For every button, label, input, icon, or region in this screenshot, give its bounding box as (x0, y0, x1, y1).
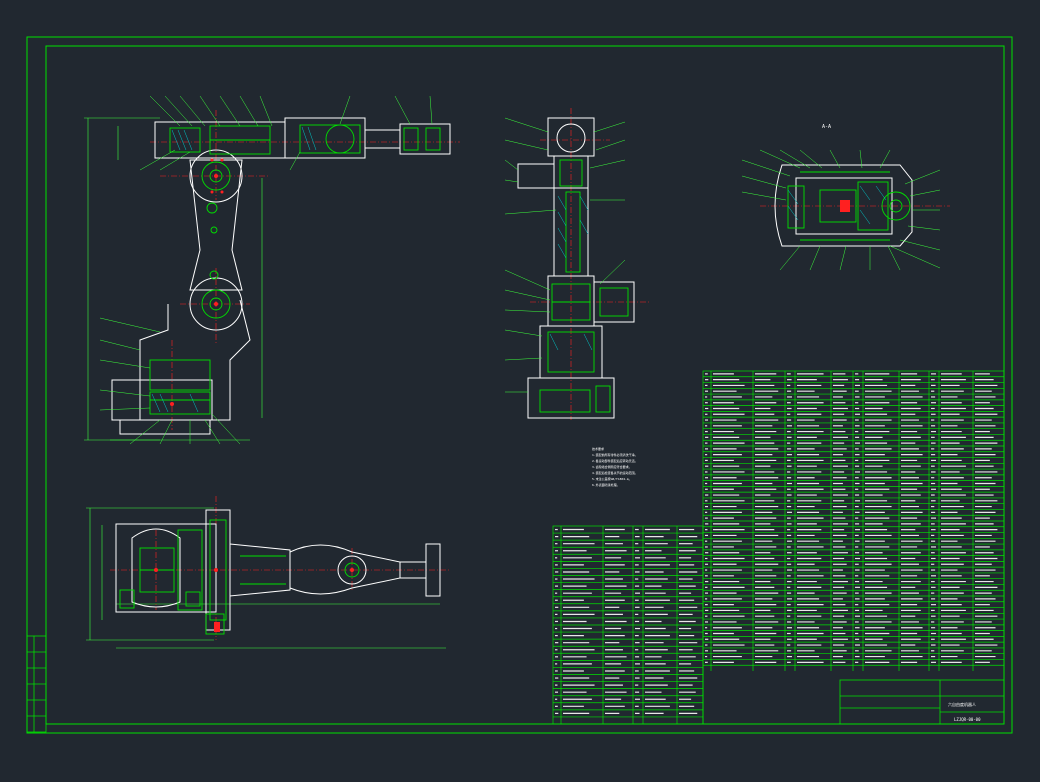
notes-title: 技术要求 (592, 447, 605, 451)
notes-line: 5.未注公差按GB/T1804-m。 (592, 477, 632, 481)
notes-line: 3.齿轮啮合侧隙应符合要求。 (592, 465, 632, 469)
title-block-title: 六自由度机器人 (948, 701, 976, 707)
notes-line: 6.外表面喷漆处理。 (592, 483, 620, 487)
notes-line: 1.装配前所有零件必须清洗干净。 (592, 453, 638, 457)
section-view: A-A (741, 124, 950, 271)
technical-notes: 技术要求 1.装配前所有零件必须清洗干净。 2.各运动部件装配后应转动灵活。 3… (592, 446, 702, 488)
top-view (86, 496, 450, 649)
section-label: A-A (822, 124, 831, 130)
left-stamp-table (26, 635, 47, 733)
side-view (84, 95, 460, 445)
outer-frame (26, 36, 1013, 734)
notes-line: 4.装配后检查各关节的运动范围。 (592, 471, 638, 475)
bom-table-right (702, 370, 1005, 725)
front-view (504, 108, 650, 420)
notes-line: 2.各运动部件装配后应转动灵活。 (592, 459, 638, 463)
title-block-drawing-no: LZJQR-00-00 (954, 717, 981, 722)
title-block (839, 679, 1005, 725)
